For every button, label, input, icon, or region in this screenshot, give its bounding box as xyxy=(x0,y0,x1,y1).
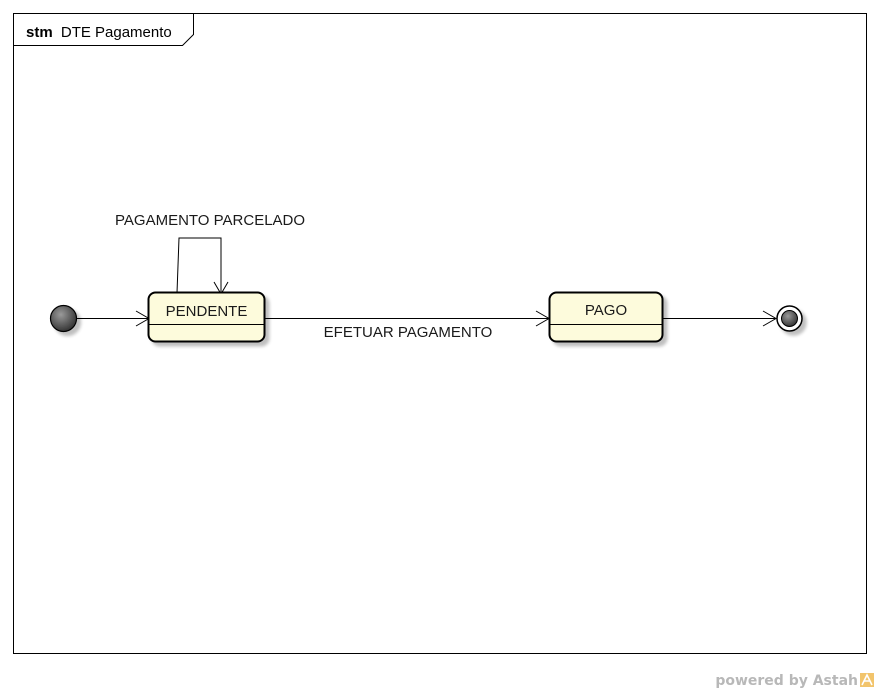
transition-initial-to-pendente[interactable] xyxy=(77,310,151,327)
state-pendente[interactable] xyxy=(147,291,266,343)
transition-label-efetuar: EFETUAR PAGAMENTO xyxy=(324,324,493,341)
frame-title: stm DTE Pagamento xyxy=(26,24,172,41)
astah-watermark: powered by Astah xyxy=(715,673,874,689)
diagram-frame: stm DTE Pagamento xyxy=(13,13,867,654)
self-loop-label: PAGAMENTO PARCELADO xyxy=(115,212,305,229)
final-state[interactable] xyxy=(776,305,803,332)
frame-kind: stm xyxy=(26,24,53,41)
watermark-text: powered by Astah xyxy=(715,673,858,689)
state-pago-label: PAGO xyxy=(585,302,627,319)
transition-self-loop[interactable] xyxy=(176,237,229,295)
state-pago[interactable] xyxy=(548,291,664,343)
state-pendente-label: PENDENTE xyxy=(166,303,248,320)
frame-name: DTE Pagamento xyxy=(61,24,172,41)
transition-pago-to-final[interactable] xyxy=(663,310,778,327)
astah-logo-icon xyxy=(860,673,874,687)
initial-state[interactable] xyxy=(49,304,78,333)
